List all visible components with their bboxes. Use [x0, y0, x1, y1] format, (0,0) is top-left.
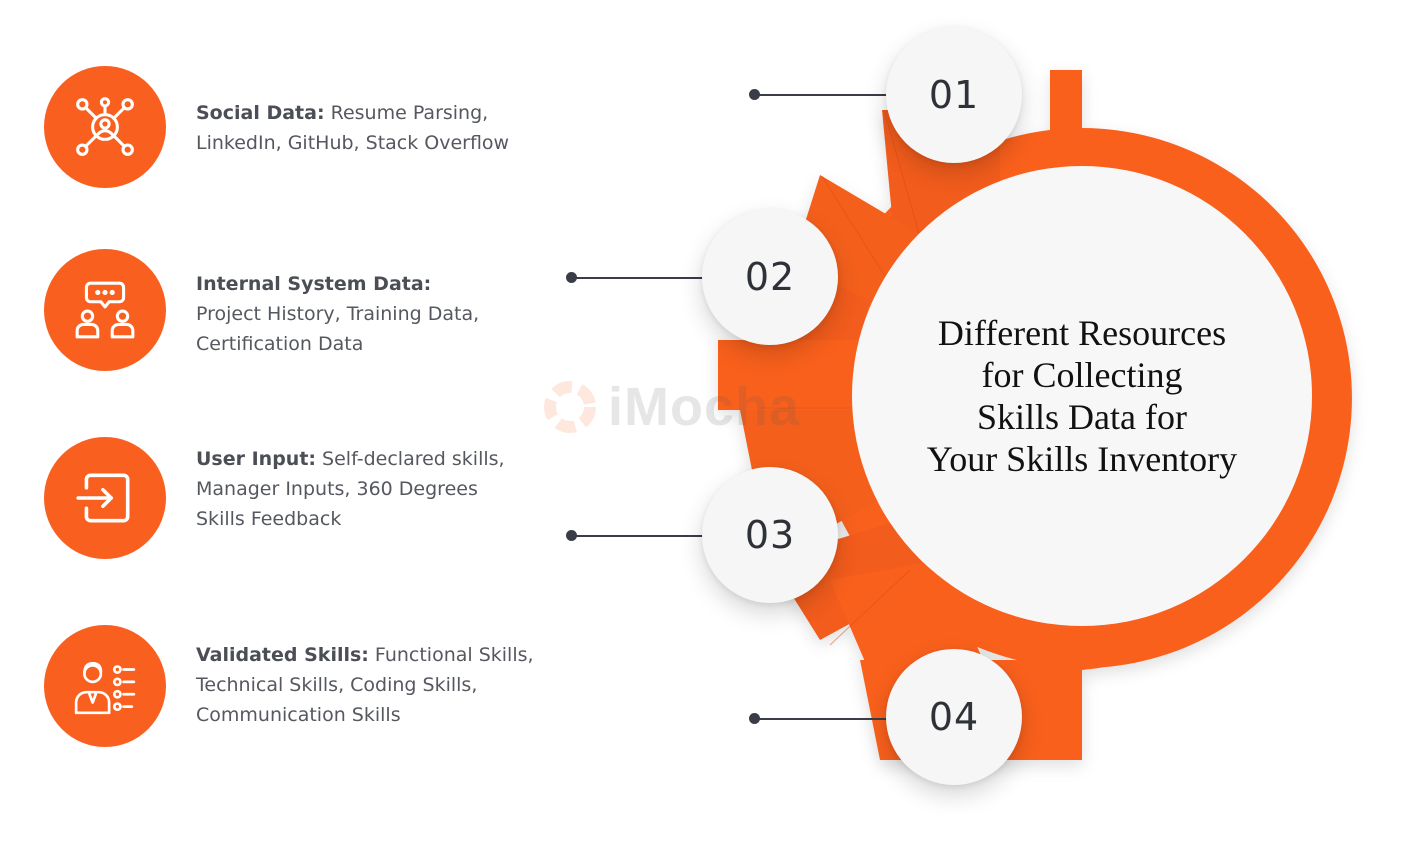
connector-dot [566, 272, 577, 283]
step-line: Resume Parsing, [324, 102, 489, 124]
title-line-4: Your Skills Inventory [926, 439, 1238, 479]
team-chat-icon [75, 281, 135, 339]
step-number-03: 03 [702, 467, 838, 603]
step-line: Technical Skills, Coding Skills, [196, 674, 478, 696]
step-line: Manager Inputs, 360 Degrees [196, 478, 478, 500]
step-number-04: 04 [886, 649, 1022, 785]
connector-dot [749, 713, 760, 724]
social-data-icon-badge [44, 66, 166, 188]
step-line: Functional Skills, [368, 644, 534, 666]
social-data-text: Social Data: Resume Parsing, LinkedIn, G… [196, 98, 556, 158]
network-user-icon [76, 97, 134, 156]
step-line: Project History, Training Data, [196, 303, 480, 325]
center-title: Different Resources for Collecting Skill… [902, 312, 1262, 480]
connector-line [755, 718, 910, 720]
validated-skills-icon-badge [44, 625, 166, 747]
title-line-3: Skills Data for [977, 397, 1187, 437]
connector-dot [566, 530, 577, 541]
step-line: Certification Data [196, 333, 364, 355]
internal-system-icon-badge [44, 249, 166, 371]
watermark: iMocha [540, 376, 800, 438]
imocha-logo-icon [544, 381, 596, 433]
login-arrow-icon [76, 473, 130, 523]
step-label: User Input: [196, 448, 317, 470]
connector-line [755, 94, 910, 96]
user-checklist-icon [74, 661, 136, 715]
connector-line [572, 277, 727, 279]
center-circle: Different Resources for Collecting Skill… [852, 166, 1312, 626]
connector-line [572, 535, 727, 537]
step-label: Validated Skills: [196, 644, 369, 666]
title-line-2: for Collecting [981, 355, 1183, 395]
step-label: Social Data: [196, 102, 325, 124]
step-line: Self-declared skills, [316, 448, 505, 470]
step-line: Communication Skills [196, 704, 401, 726]
user-input-icon-badge [44, 437, 166, 559]
step-line: LinkedIn, GitHub, Stack Overflow [196, 132, 510, 154]
step-number-02: 02 [702, 209, 838, 345]
watermark-text: iMocha [608, 377, 801, 437]
step-number-01: 01 [886, 27, 1022, 163]
step-label: Internal System Data: [196, 273, 432, 295]
connector-dot [749, 89, 760, 100]
title-line-1: Different Resources [937, 313, 1227, 353]
step-line: Skills Feedback [196, 508, 342, 530]
internal-system-text: Internal System Data: Project History, T… [196, 269, 556, 359]
validated-skills-text: Validated Skills: Functional Skills, Tec… [196, 640, 556, 730]
user-input-text: User Input: Self-declared skills, Manage… [196, 444, 556, 534]
